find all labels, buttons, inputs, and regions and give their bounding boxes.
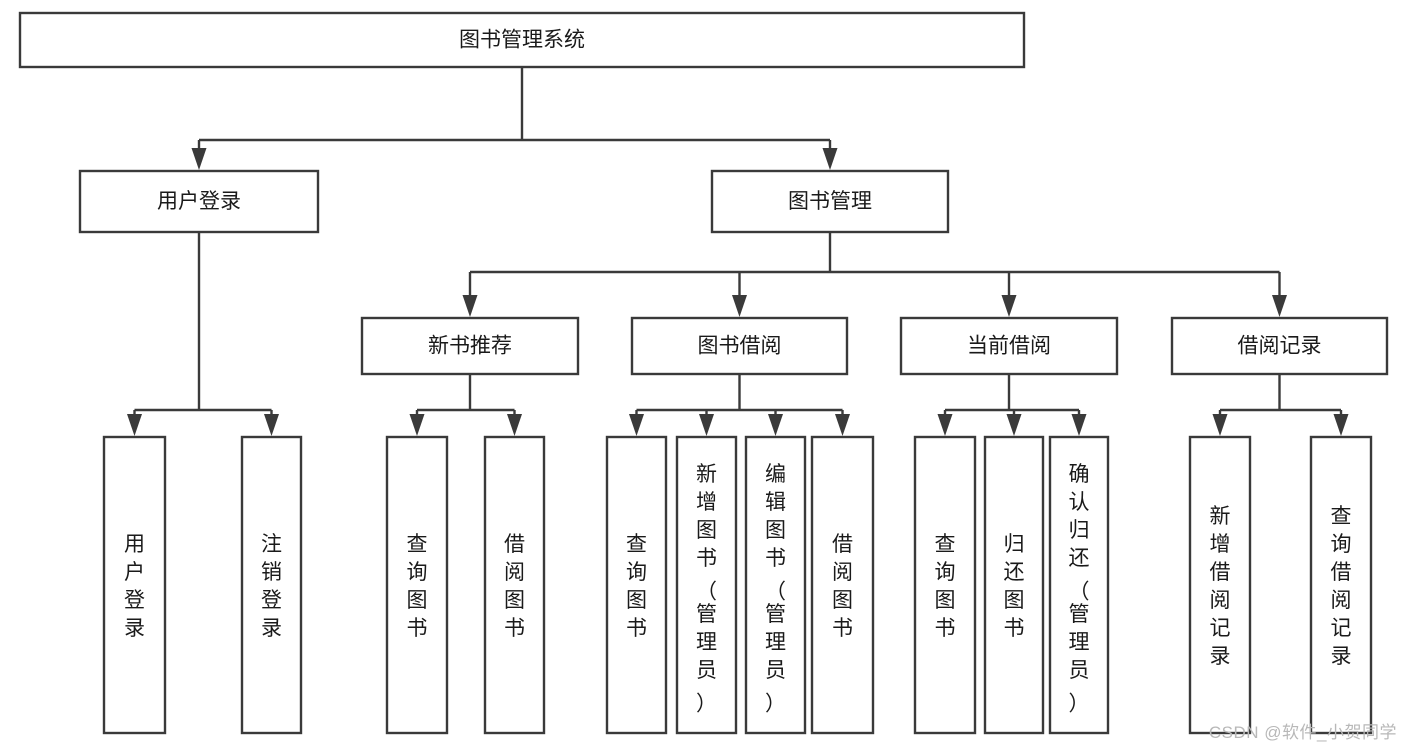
node-box: [18, 11, 1026, 69]
node-leaf_10[interactable]: 确认归还（管理员）: [1048, 435, 1110, 735]
node-box: [675, 435, 738, 735]
node-box: [102, 435, 167, 735]
node-label: 注销登录: [261, 533, 282, 640]
arrow-head-icon: [1006, 414, 1022, 436]
edges-layer: [127, 67, 1349, 436]
node-label: 借阅图书: [504, 533, 525, 640]
node-label: 新书推荐: [428, 335, 512, 358]
arrow-head-icon: [507, 414, 522, 436]
arrow-head-icon: [409, 414, 425, 436]
node-leaf_8[interactable]: 查询图书: [913, 435, 977, 735]
node-box: [1188, 435, 1252, 735]
node-l2_1[interactable]: 图书管理: [710, 169, 950, 234]
node-box: [744, 435, 807, 735]
node-label: 当前借阅: [967, 335, 1051, 358]
node-box: [630, 316, 849, 376]
arrow-head-icon: [768, 414, 783, 436]
node-box: [1048, 435, 1110, 735]
arrow-head-icon: [1212, 414, 1228, 436]
arrow-head-icon: [699, 414, 714, 436]
arrow-head-icon: [937, 414, 953, 436]
arrow-head-icon: [462, 295, 478, 317]
node-leaf_6[interactable]: 编辑图书（管理员）: [744, 435, 807, 735]
node-box: [483, 435, 546, 735]
node-l3_3[interactable]: 借阅记录: [1170, 316, 1389, 376]
node-label: 查询图书: [626, 533, 647, 640]
node-label: 用户登录: [124, 533, 145, 640]
arrow-head-icon: [1272, 295, 1287, 317]
node-label: 图书管理: [788, 190, 872, 213]
node-leaf_5[interactable]: 新增图书（管理员）: [675, 435, 738, 735]
arrow-head-icon: [191, 148, 207, 170]
node-box: [240, 435, 303, 735]
node-l3_1[interactable]: 图书借阅: [630, 316, 849, 376]
node-box: [1170, 316, 1389, 376]
node-label: 用户登录: [157, 190, 241, 213]
arrow-head-icon: [1001, 295, 1017, 317]
node-box: [710, 169, 950, 234]
node-leaf_12[interactable]: 查询借阅记录: [1309, 435, 1373, 735]
watermark-label: CSDN @软件_小贺同学: [1208, 723, 1397, 742]
node-label: 查询借阅记录: [1331, 505, 1352, 668]
node-box: [78, 169, 320, 234]
node-box: [360, 316, 580, 376]
arrow-head-icon: [835, 414, 850, 436]
arrow-head-icon: [1333, 414, 1349, 436]
node-root[interactable]: 图书管理系统: [18, 11, 1026, 69]
node-leaf_3[interactable]: 借阅图书: [483, 435, 546, 735]
node-l3_2[interactable]: 当前借阅: [899, 316, 1119, 376]
node-leaf_1[interactable]: 注销登录: [240, 435, 303, 735]
node-label: 查询图书: [407, 533, 428, 640]
node-box: [1309, 435, 1373, 735]
arrow-head-icon: [264, 414, 279, 436]
node-label: 查询图书: [935, 533, 956, 640]
node-label: 编辑图书（管理员）: [765, 463, 786, 716]
node-box: [983, 435, 1045, 735]
node-label: 图书管理系统: [459, 29, 585, 52]
node-leaf_11[interactable]: 新增借阅记录: [1188, 435, 1252, 735]
node-label: 图书借阅: [698, 335, 782, 358]
node-leaf_9[interactable]: 归还图书: [983, 435, 1045, 735]
node-label: 归还图书: [1004, 533, 1025, 640]
node-box: [899, 316, 1119, 376]
node-box: [385, 435, 449, 735]
node-l2_0[interactable]: 用户登录: [78, 169, 320, 234]
node-label: 借阅记录: [1238, 335, 1322, 358]
node-leaf_7[interactable]: 借阅图书: [810, 435, 875, 735]
arrow-head-icon: [732, 295, 747, 317]
node-leaf_2[interactable]: 查询图书: [385, 435, 449, 735]
node-box: [810, 435, 875, 735]
node-leaf_4[interactable]: 查询图书: [605, 435, 668, 735]
node-label: 借阅图书: [832, 533, 853, 640]
nodes-layer: 图书管理系统用户登录图书管理新书推荐图书借阅当前借阅借阅记录用户登录注销登录查询…: [18, 11, 1389, 735]
node-label: 确认归还（管理员）: [1069, 463, 1090, 716]
arrow-head-icon: [822, 148, 838, 170]
node-label: 新增图书（管理员）: [696, 463, 717, 716]
node-label: 新增借阅记录: [1210, 505, 1231, 668]
arrow-head-icon: [1071, 414, 1087, 436]
node-l3_0[interactable]: 新书推荐: [360, 316, 580, 376]
node-leaf_0[interactable]: 用户登录: [102, 435, 167, 735]
node-box: [605, 435, 668, 735]
arrow-head-icon: [629, 414, 644, 436]
arrow-head-icon: [127, 414, 142, 436]
node-box: [913, 435, 977, 735]
